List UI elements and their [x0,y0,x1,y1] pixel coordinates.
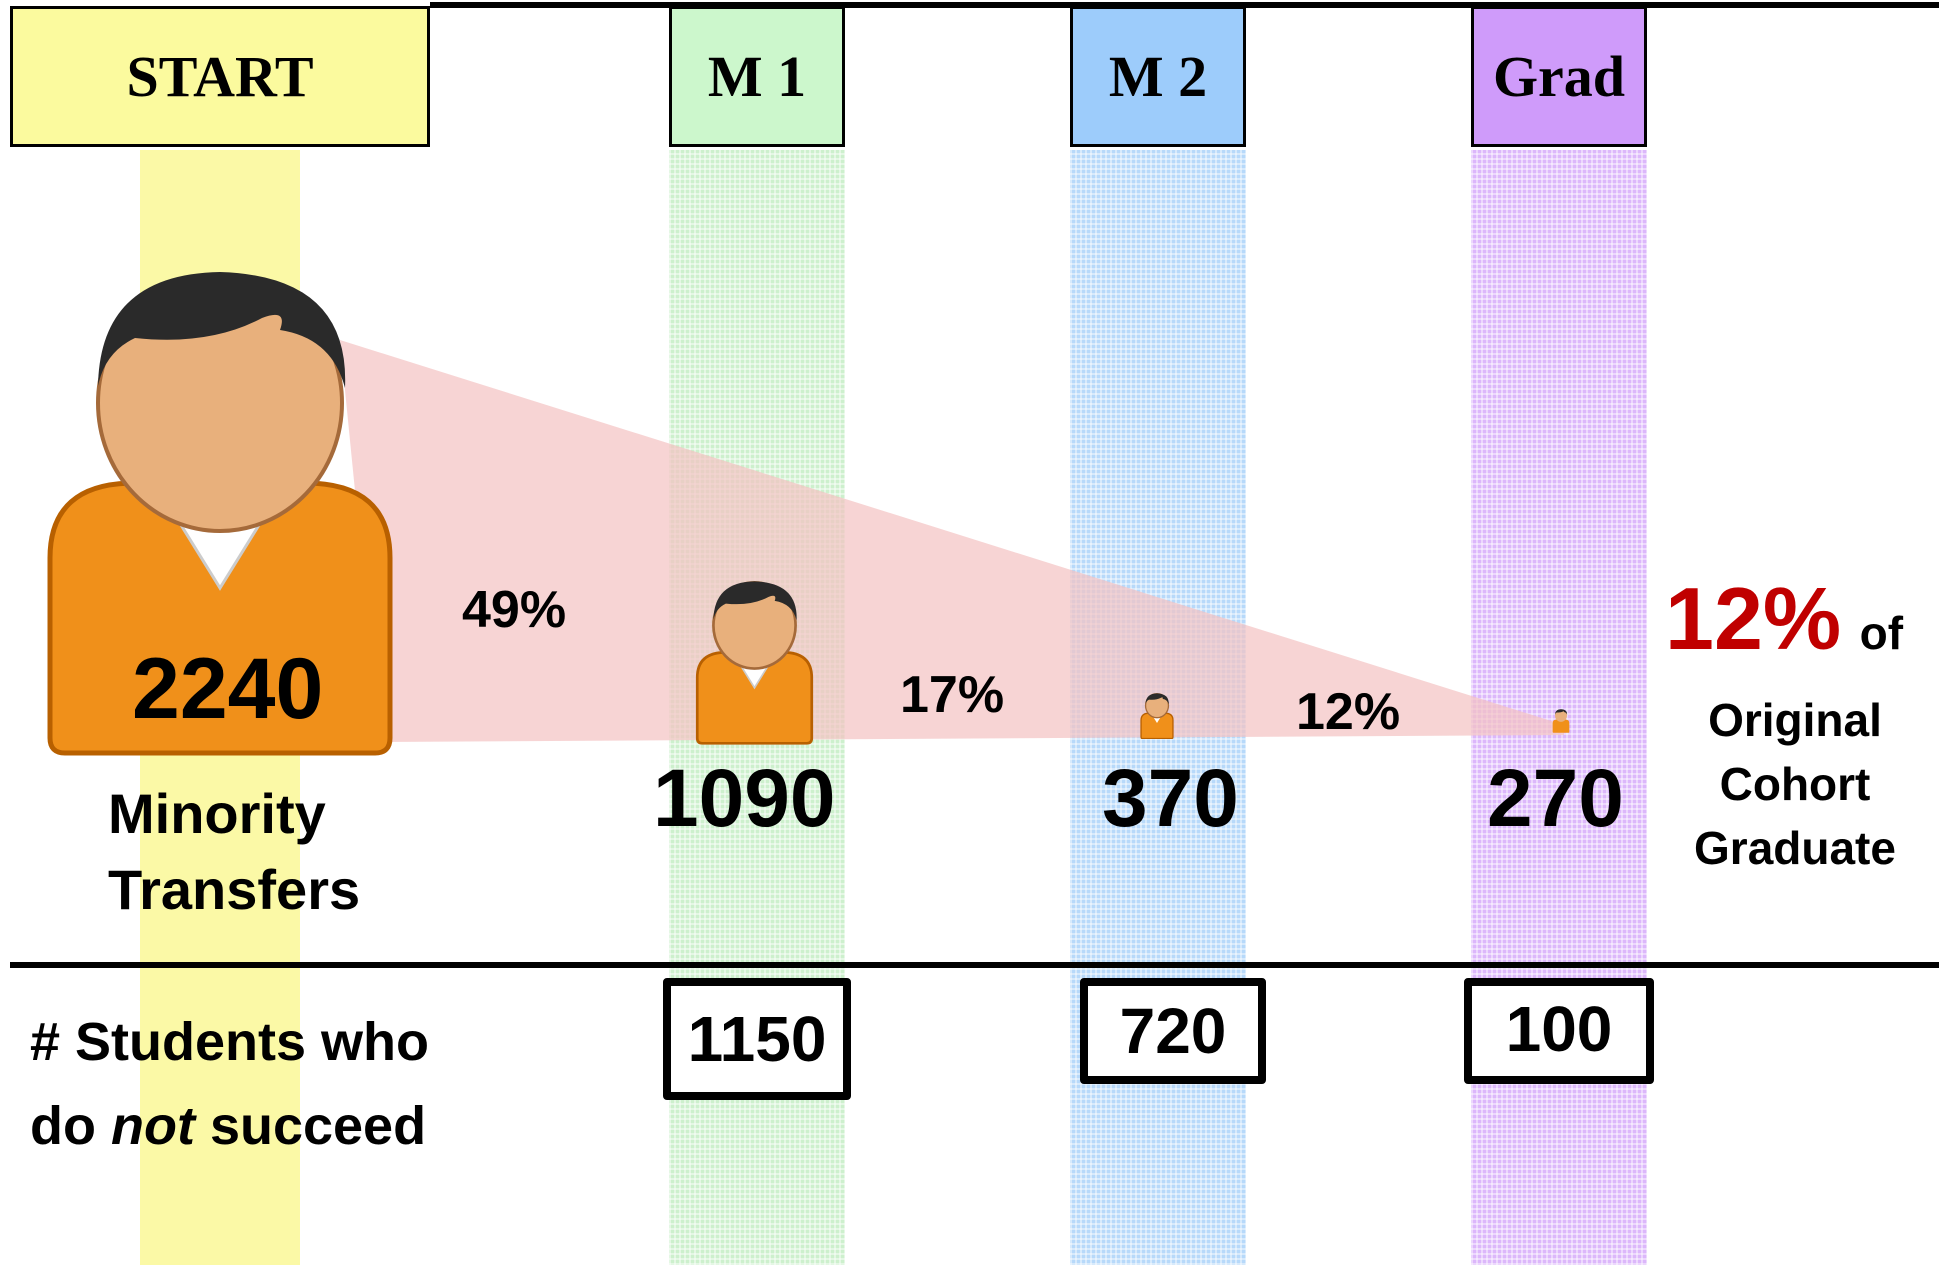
not-succeed-emphasis: not [110,1096,195,1156]
stage-grad-header: Grad [1471,6,1647,147]
person-icon [1140,693,1174,739]
not-succeed-prefix: do [30,1096,111,1156]
summary-headline: 12% of [1665,575,1903,663]
summary-text: Original Cohort Graduate [1685,688,1905,880]
header-rule [430,2,1939,8]
section-divider [10,962,1939,968]
count-m1: 1090 [653,753,836,844]
person-icon [47,272,393,756]
rate-m2-to-grad: 12% [1296,683,1401,741]
start-label: Minority Transfers [108,776,360,928]
person-icon [1552,709,1570,733]
not-succeed-label: # Students who do not succeed [30,1000,429,1168]
stage-start-header: START [10,6,430,147]
not-succeed-m1: 1150 [663,978,851,1100]
summary-line1: Original [1708,694,1882,746]
rate-start-to-m1: 49% [462,581,567,639]
person-icon [695,581,814,745]
not-succeed-line2: do not succeed [30,1084,429,1168]
count-m2: 370 [1102,753,1239,844]
stage-m1-header: M 1 [669,6,845,147]
start-label-line2: Transfers [108,858,361,921]
rate-m1-to-m2: 17% [900,666,1005,724]
summary-of: of [1859,607,1904,659]
not-succeed-m2: 720 [1080,978,1266,1084]
summary-line3: Graduate [1694,822,1896,874]
stage-m2-header: M 2 [1070,6,1246,147]
summary-percent: 12% [1665,569,1842,668]
start-label-line1: Minority [108,782,326,845]
count-grad: 270 [1487,753,1624,844]
count-start: 2240 [132,641,324,737]
summary-line2: Cohort [1719,758,1871,810]
not-succeed-grad: 100 [1464,978,1654,1084]
not-succeed-line1: # Students who [30,1012,430,1072]
not-succeed-suffix: succeed [194,1096,427,1156]
